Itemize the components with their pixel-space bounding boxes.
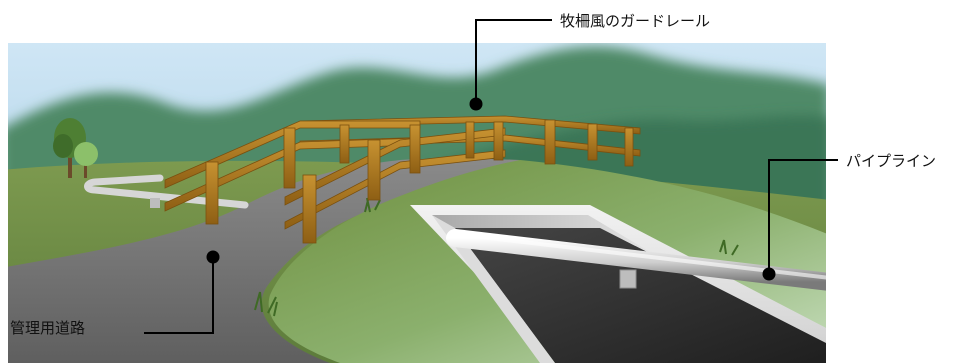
pipe-support xyxy=(619,269,637,289)
callout-road: 管理用道路 xyxy=(10,250,220,337)
callout-pipeline: パイプライン xyxy=(762,152,936,281)
dot-marker-icon xyxy=(762,267,776,281)
channel-left-wall xyxy=(432,215,555,363)
label-road: 管理用道路 xyxy=(10,319,85,337)
dot-marker-icon xyxy=(469,97,483,111)
ranch-guardrail xyxy=(164,115,641,244)
callout-guardrail: 牧柵風のガードレール xyxy=(469,12,710,111)
leader-line-road xyxy=(144,257,214,334)
scene xyxy=(8,43,826,363)
leader-line-guardrail xyxy=(475,19,552,104)
pipeline-far xyxy=(84,174,249,209)
tree-icon xyxy=(53,118,98,178)
dot-marker-icon xyxy=(206,250,220,264)
label-guardrail: 牧柵風のガードレール xyxy=(560,12,710,30)
grass-tufts xyxy=(254,197,739,317)
channel-floor xyxy=(455,228,826,363)
management-road xyxy=(8,158,520,363)
leader-line-pipeline xyxy=(768,159,838,274)
label-pipeline: パイプライン xyxy=(846,152,936,170)
